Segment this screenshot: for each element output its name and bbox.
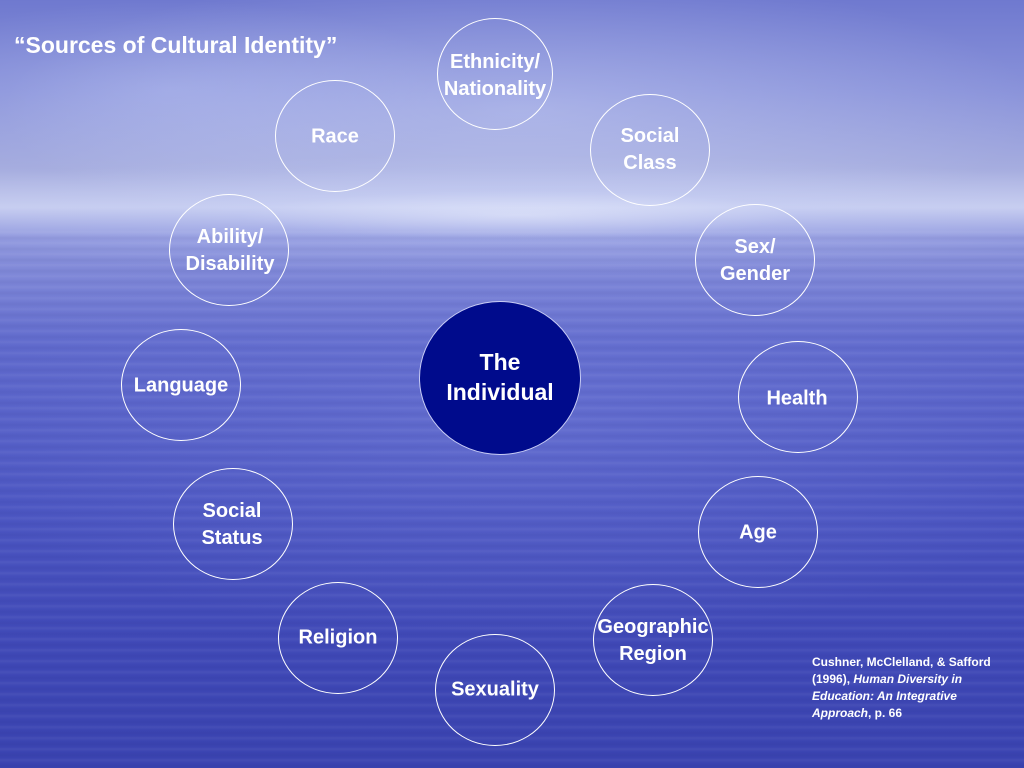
source-label-geographic-region: Geographic Region bbox=[597, 616, 709, 665]
source-label-health: Health bbox=[766, 387, 828, 410]
source-circle-sex-gender bbox=[695, 204, 815, 316]
citation-authors: Cushner, McClelland, & Safford (1996), bbox=[812, 655, 991, 686]
source-label-sex-gender: Sex/ Gender bbox=[719, 236, 791, 285]
citation: Cushner, McClelland, & Safford (1996), H… bbox=[812, 654, 1012, 722]
source-label-ethnicity: Ethnicity/ Nationality bbox=[443, 51, 547, 100]
source-circle-social-class bbox=[590, 94, 710, 206]
source-circle-social-status bbox=[173, 468, 293, 580]
center-node-label: The Individual bbox=[446, 349, 554, 405]
source-circle-ability bbox=[169, 194, 289, 306]
source-circle-ethnicity bbox=[437, 18, 553, 130]
source-label-social-class: Social Class bbox=[620, 125, 680, 174]
source-circle-sexuality bbox=[435, 634, 555, 746]
source-label-ability: Ability/ Disability bbox=[185, 226, 275, 275]
source-label-social-status: Social Status bbox=[201, 500, 263, 549]
center-node-circle bbox=[419, 301, 581, 455]
source-label-age: Age bbox=[739, 521, 777, 544]
source-label-language: Language bbox=[133, 374, 229, 397]
citation-page: , p. 66 bbox=[868, 706, 903, 720]
slide-title: “Sources of Cultural Identity” bbox=[14, 32, 338, 58]
source-circle-geographic-region bbox=[593, 584, 713, 696]
source-circle-language bbox=[121, 329, 241, 441]
source-circle-race bbox=[275, 80, 395, 192]
source-circle-religion bbox=[278, 582, 398, 694]
source-label-race: Race bbox=[311, 125, 359, 148]
source-label-sexuality: Sexuality bbox=[451, 678, 539, 701]
citation-work: Human Diversity in Education: An Integra… bbox=[812, 672, 963, 720]
source-label-religion: Religion bbox=[298, 626, 378, 649]
source-circle-age bbox=[698, 476, 818, 588]
source-circle-health bbox=[738, 341, 858, 453]
